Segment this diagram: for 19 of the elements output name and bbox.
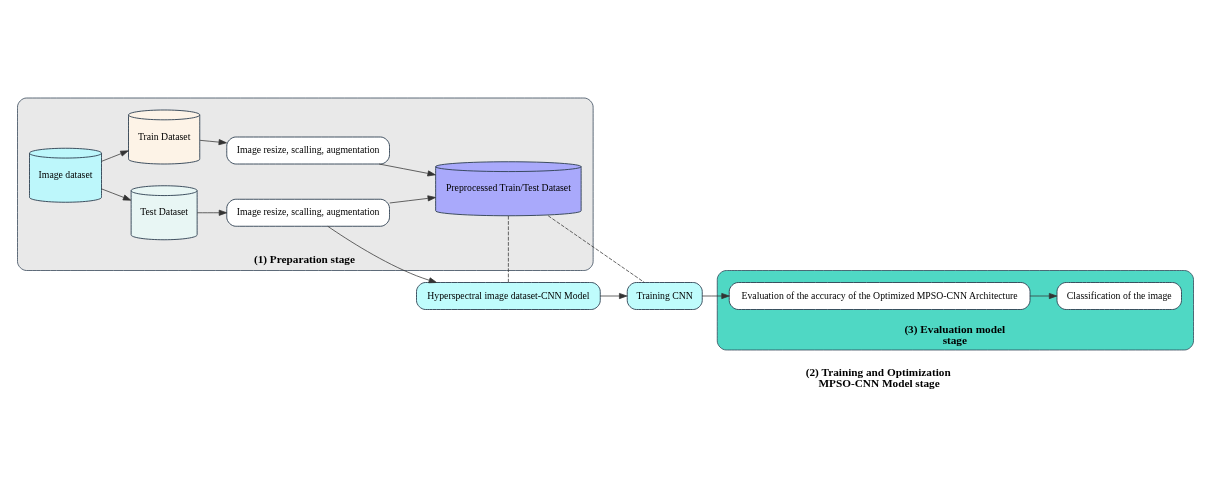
node-box: Hyperspectral image dataset-CNN Model	[416, 281, 601, 310]
arrow	[1029, 292, 1058, 299]
arrow	[196, 209, 228, 216]
node-box: Evaluation of the accuracy of the Optimized MPSO-CNN Architecture	[728, 281, 1031, 310]
node-box: Training CNN	[626, 281, 703, 310]
node-box: Image resize, scalling, augmentation	[226, 136, 390, 164]
arrow	[389, 194, 436, 203]
connector	[508, 214, 509, 283]
arrow	[327, 225, 437, 283]
arrow	[101, 149, 129, 162]
arrow	[101, 188, 132, 201]
connector	[547, 214, 645, 283]
label: (2) Training and Optimization MPSO-CNN Model stage	[805, 365, 951, 389]
node-box: Image resize, scalling, augmentation	[226, 198, 390, 227]
arrow	[599, 292, 628, 299]
arrow	[199, 138, 227, 145]
arrow	[702, 292, 730, 299]
node-box: Classification of the image	[1056, 281, 1182, 310]
arrow	[378, 163, 436, 176]
